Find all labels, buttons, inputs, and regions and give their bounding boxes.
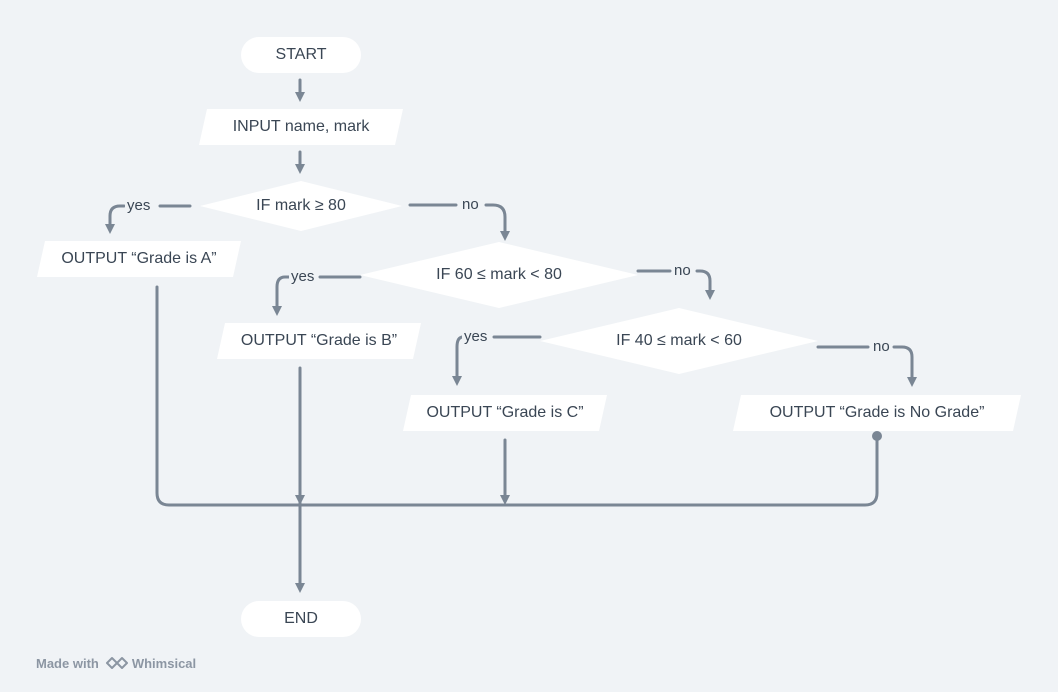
output-b-label: OUTPUT “Grade is B” [240,332,398,349]
output-no-grade[interactable]: OUTPUT “Grade is No Grade” [733,395,1021,431]
decision-3-label: IF 40 ≤ mark < 60 [616,332,742,349]
diamond-shape [360,242,638,308]
end-terminal[interactable]: END [241,601,361,637]
d2-no-label: no [672,262,693,280]
decision-3[interactable]: IF 40 ≤ mark < 60 [540,308,818,374]
edge-d1-yes [110,204,192,229]
whimsical-logo-icon [105,657,128,669]
edge-d2-no [636,269,710,295]
output-c-label: OUTPUT “Grade is C” [426,404,584,421]
parallelogram-shape [199,109,403,145]
diamond-shape [200,181,402,231]
edge-d2-yes [277,275,362,311]
output-a-label: OUTPUT “Grade is A” [61,250,217,267]
d3-yes-label: yes [462,328,490,346]
connector-dot [872,431,882,441]
output-grade-c[interactable]: OUTPUT “Grade is C” [403,395,607,431]
d2-yes-label: yes [289,268,317,286]
edge-d3-no [816,345,912,382]
output-grade-b[interactable]: OUTPUT “Grade is B” [217,323,421,359]
edge-a-merge [155,285,879,507]
decision-2[interactable]: IF 60 ≤ mark < 80 [360,242,638,308]
parallelogram-shape [217,323,421,359]
decision-1[interactable]: IF mark ≥ 80 [200,181,402,231]
whimsical-text: Whimsical [131,655,197,671]
start-terminal[interactable]: START [241,37,361,73]
made-with-footer[interactable]: Made with Whimsical [36,655,196,671]
parallelogram-shape [403,395,607,431]
made-with-text: Made with [36,655,99,671]
d1-no-label: no [460,196,481,214]
start-label: START [275,46,327,63]
input-node[interactable]: INPUT name, mark [199,109,403,145]
diamond-shape [540,308,818,374]
whimsical-brand: Whimsical [105,655,196,671]
input-label: INPUT name, mark [232,118,370,135]
parallelogram-shape [37,241,241,277]
output-no-grade-label: OUTPUT “Grade is No Grade” [769,404,985,421]
decision-1-label: IF mark ≥ 80 [256,197,346,214]
end-label: END [284,610,318,627]
decision-2-label: IF 60 ≤ mark < 80 [436,266,562,283]
d3-no-label: no [871,338,892,356]
edge-d1-no [408,203,505,236]
d1-yes-label: yes [125,197,153,215]
output-grade-a[interactable]: OUTPUT “Grade is A” [37,241,241,277]
parallelogram-shape [733,395,1021,431]
